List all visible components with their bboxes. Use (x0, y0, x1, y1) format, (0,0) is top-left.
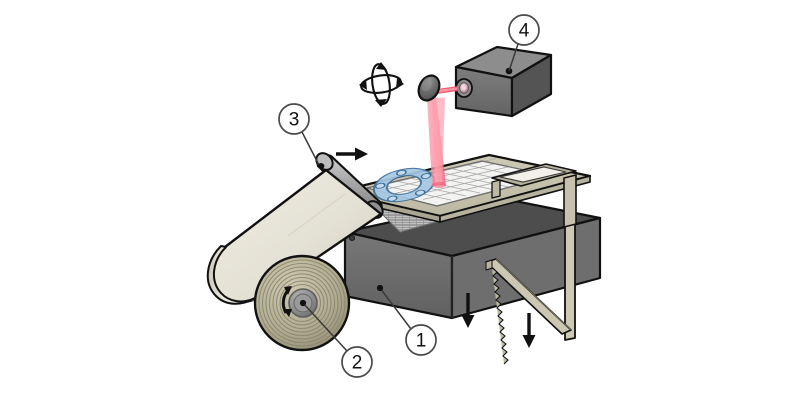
roller-travel-direction-arrow (336, 147, 368, 161)
build-platform-descent-arrow-left (461, 293, 475, 328)
callout-2-circle[interactable] (341, 346, 373, 378)
galvo-two-axis-rotation-symbol (359, 62, 404, 107)
callout-3-leader (301, 131, 321, 168)
callout-1[interactable]: 1 (376, 284, 437, 356)
galvo-mirror (417, 74, 441, 102)
laser-aperture (455, 78, 473, 98)
printed-flange-part (372, 167, 436, 203)
callout-4-circle[interactable] (508, 14, 540, 46)
laser-beam-vertical (427, 97, 446, 188)
callout-4[interactable]: 4 (508, 14, 540, 72)
build-platform-descent-arrow-right (522, 313, 536, 348)
callout-2-anchor-dot (299, 299, 307, 307)
callout-2-label: 2 (352, 353, 363, 374)
laser-beam-horizontal (437, 86, 458, 94)
machine-body-chassis (343, 196, 602, 320)
callout-3[interactable]: 3 (278, 103, 324, 169)
callout-3-anchor-dot (318, 163, 324, 169)
callout-1-leader (379, 287, 412, 330)
callout-1-anchor-dot (376, 284, 384, 292)
callout-3-label: 3 (289, 110, 300, 131)
callout-1-circle[interactable] (405, 324, 437, 356)
callout-2-leader (302, 302, 348, 352)
callout-2[interactable]: 2 (299, 299, 373, 378)
plate-rail-slot (491, 163, 577, 187)
callout-3-circle[interactable] (278, 103, 310, 135)
powder-roll-rotation-arrow (281, 286, 292, 317)
callout-1-label: 1 (416, 331, 427, 352)
laser-source-box (454, 45, 553, 118)
callout-4-label: 4 (519, 21, 530, 42)
callout-4-leader (508, 43, 519, 72)
